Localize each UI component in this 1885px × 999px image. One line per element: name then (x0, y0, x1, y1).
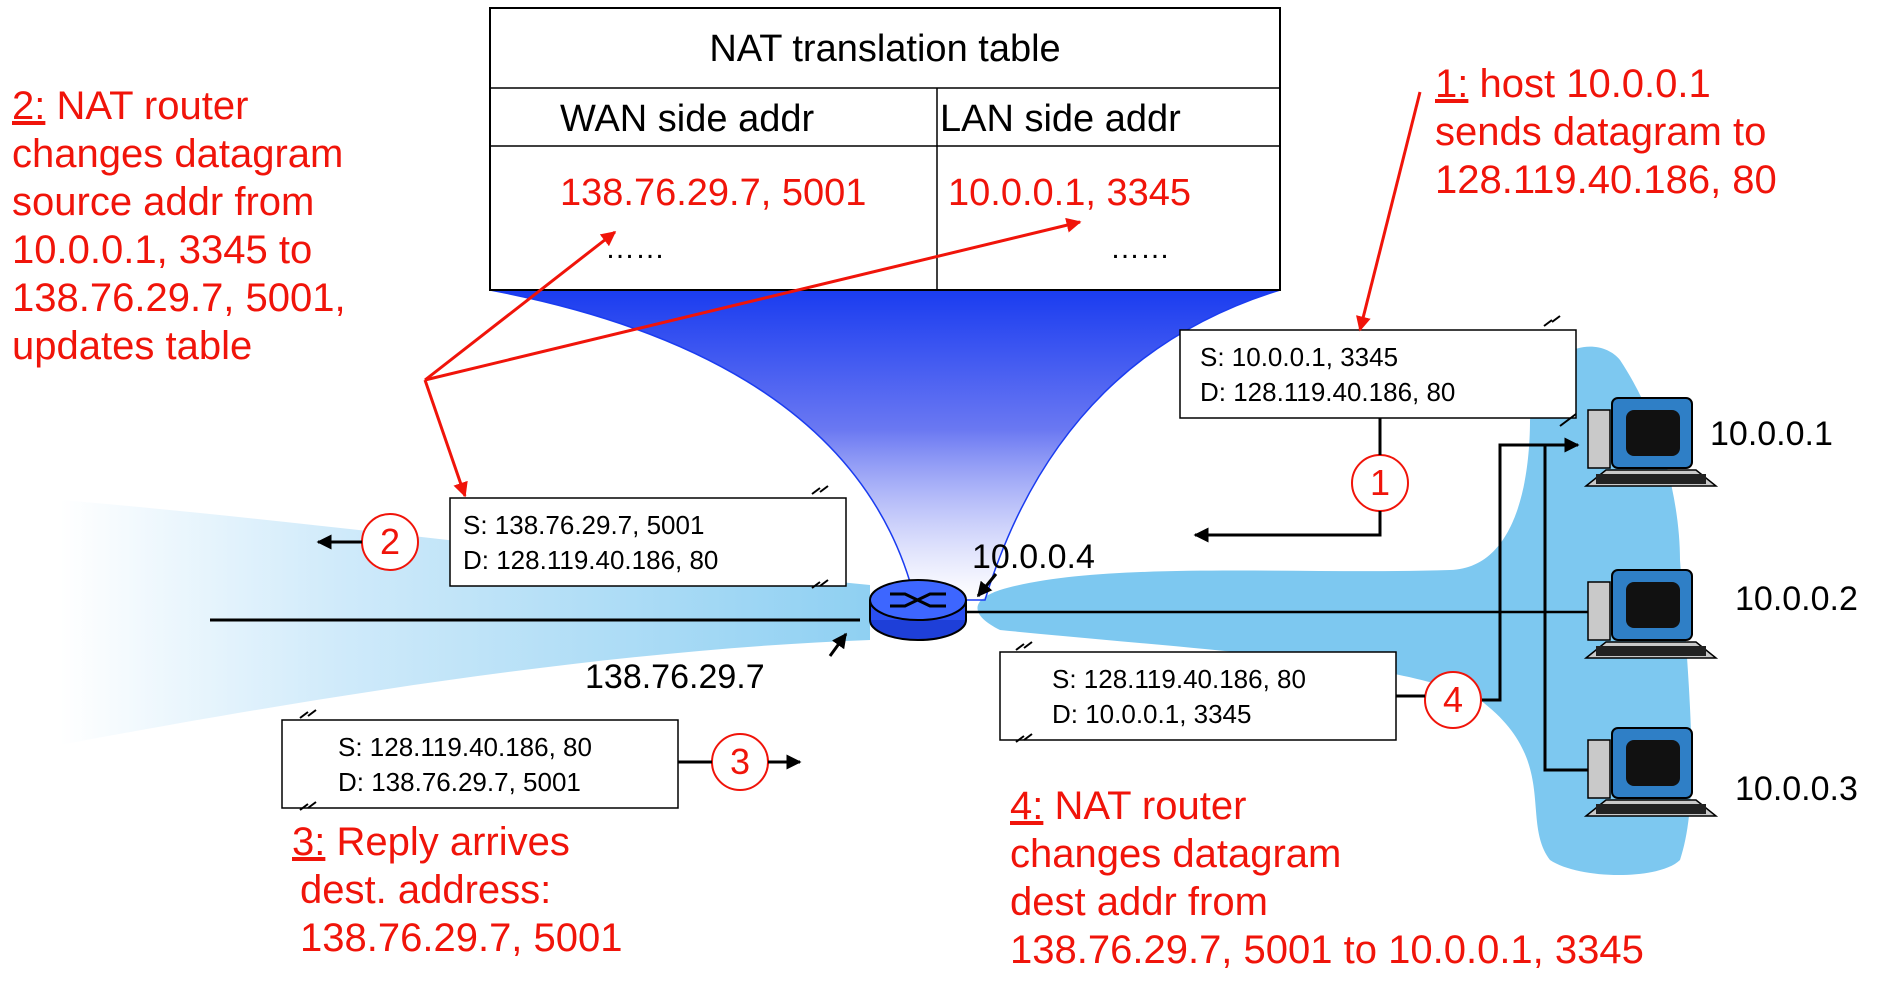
step-4-label: 4 (1442, 679, 1464, 720)
annotation-step-3-line: 138.76.29.7, 5001 (300, 916, 623, 960)
annotation-step-4-line: dest addr from (1010, 880, 1268, 924)
packet-1-dst: D: 128.119.40.186, 80 (1200, 377, 1456, 407)
annotation-step-2-line: 138.76.29.7, 5001, (12, 276, 346, 320)
annotation-step-3: 3: Reply arrives dest. address: 138.76.2… (292, 818, 623, 962)
nat-table-ellipsis-wan: …… (605, 232, 665, 265)
step-2-label: 2 (379, 521, 401, 562)
annotation-step-4-num: 4: (1010, 784, 1044, 828)
nat-table-ellipsis-lan: …… (1110, 232, 1170, 265)
host-3-address: 10.0.0.3 (1735, 770, 1858, 808)
host-computer-3-icon (1583, 727, 1719, 817)
annotation-step-2-line: updates table (12, 324, 253, 368)
packet-1-text: S: 10.0.0.1, 3345 D: 128.119.40.186, 80 (1200, 340, 1455, 410)
annotation-step-2-line: NAT router (56, 84, 249, 128)
annotation-step-4-line: 138.76.29.7, 5001 to 10.0.0.1, 3345 (1010, 928, 1644, 972)
annotation-step-2-num: 2: (12, 84, 46, 128)
router-lan-address: 10.0.0.4 (972, 538, 1095, 576)
annotation-step-1-line: host 10.0.0.1 (1479, 62, 1711, 106)
annotation-step-1-line: 128.119.40.186, 80 (1435, 158, 1777, 202)
annotation-step-3-line: Reply arrives (336, 820, 570, 864)
annotation-step-4-line: NAT router (1054, 784, 1247, 828)
packet-1-src: S: 10.0.0.1, 3345 (1200, 342, 1399, 372)
annotation-step-1-line: sends datagram to (1435, 110, 1767, 154)
wan-network-shape (60, 500, 870, 745)
nat-table-col-wan: WAN side addr (560, 98, 815, 140)
annotation-step-2-line: 10.0.0.1, 3345 to (12, 228, 313, 272)
nat-table-col-lan: LAN side addr (940, 98, 1181, 140)
packet-4-text: S: 128.119.40.186, 80 D: 10.0.0.1, 3345 (1052, 662, 1306, 732)
nat-table-row-lan: 10.0.0.1, 3345 (948, 172, 1191, 214)
packet-4-dst: D: 10.0.0.1, 3345 (1052, 699, 1252, 729)
packet-2-box (449, 497, 847, 587)
packet-3-src: S: 128.119.40.186, 80 (338, 732, 592, 762)
nat-table-box (489, 7, 1281, 291)
nat-table-title: NAT translation table (709, 28, 1061, 70)
packet-2-dst: D: 128.119.40.186, 80 (463, 545, 719, 575)
nat-table-row-wan: 138.76.29.7, 5001 (560, 172, 867, 214)
host-computer-1-icon (1583, 397, 1719, 487)
host-1-address: 10.0.0.1 (1710, 415, 1833, 453)
annotation-step-2: 2: NAT router changes datagram source ad… (12, 82, 346, 370)
annotation-step-4-line: changes datagram (1010, 832, 1342, 876)
annotation-step-1: 1: host 10.0.0.1 sends datagram to 128.1… (1435, 60, 1777, 204)
annotation-step-3-num: 3: (292, 820, 326, 864)
nat-router (869, 579, 967, 641)
packet-2-text: S: 138.76.29.7, 5001 D: 128.119.40.186, … (463, 508, 718, 578)
annotation-step-2-line: changes datagram (12, 132, 344, 176)
annotation-step-1-num: 1: (1435, 62, 1469, 106)
packet-2-src: S: 138.76.29.7, 5001 (463, 510, 705, 540)
packet-1-box (1179, 329, 1577, 419)
step-3-label: 3 (729, 741, 751, 782)
host-2-address: 10.0.0.2 (1735, 580, 1858, 618)
step-1-label: 1 (1369, 462, 1391, 503)
packet-4-box (999, 651, 1397, 741)
step-4-circle (1424, 671, 1482, 729)
router-wan-address: 138.76.29.7 (585, 658, 765, 696)
packet-3-dst: D: 138.76.29.7, 5001 (338, 767, 581, 797)
annotation-step-2-line: source addr from (12, 180, 315, 224)
packet-3-box (281, 719, 679, 809)
annotation-step-4: 4: NAT router changes datagram dest addr… (1010, 782, 1644, 974)
packet-3-text: S: 128.119.40.186, 80 D: 138.76.29.7, 50… (338, 730, 592, 800)
annotation-step-3-line: dest. address: (300, 868, 552, 912)
packet-4-src: S: 128.119.40.186, 80 (1052, 664, 1306, 694)
host-computer-2-icon (1583, 569, 1719, 659)
